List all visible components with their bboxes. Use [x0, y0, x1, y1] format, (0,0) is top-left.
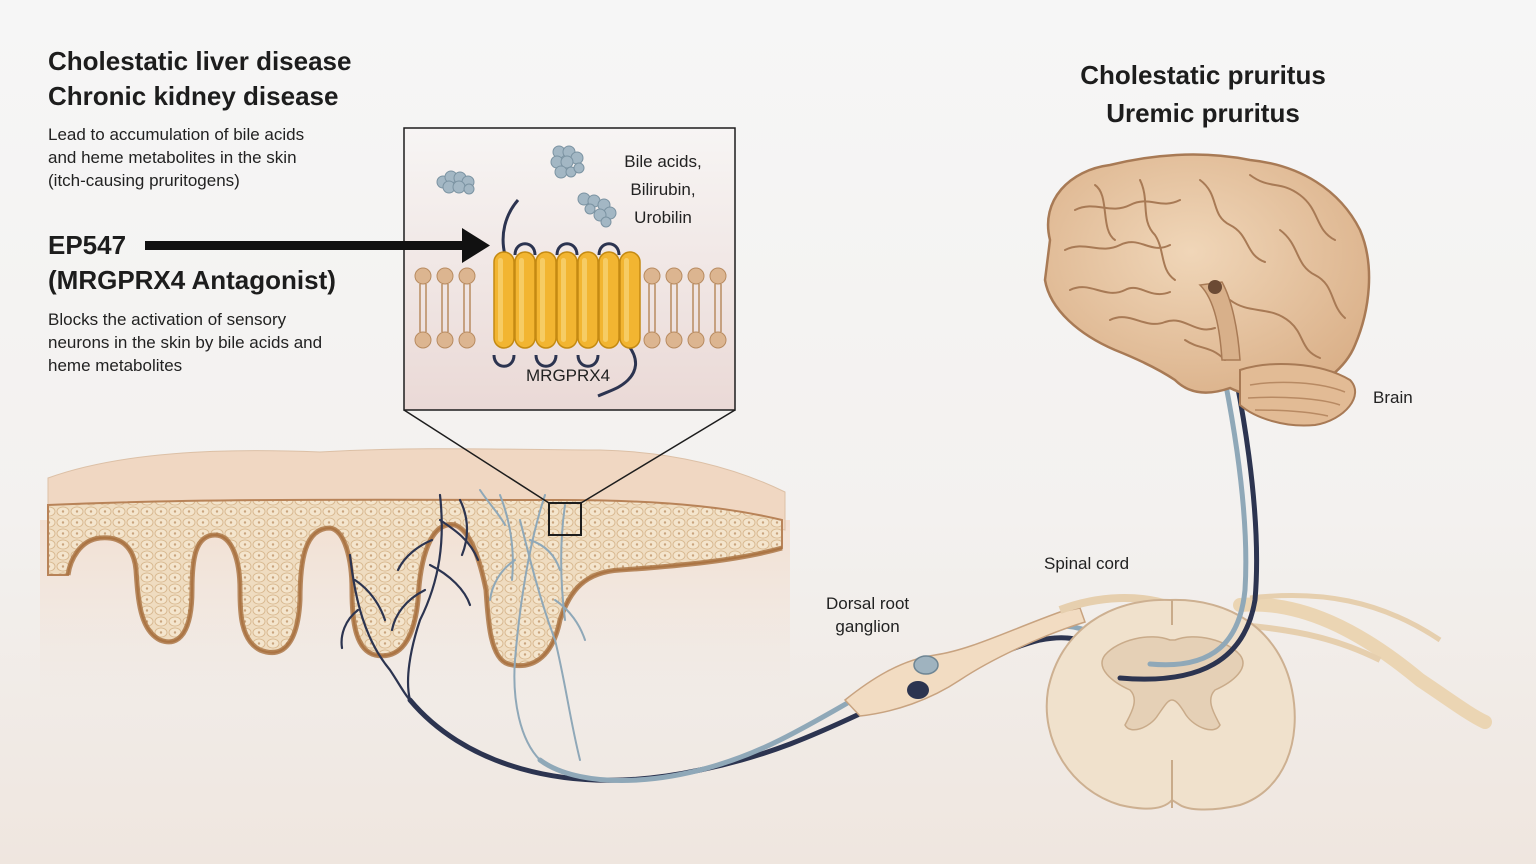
drug-name: EP547: [48, 230, 127, 260]
ligand-label-line: Bilirubin,: [630, 180, 696, 199]
zoom-lines: [403, 409, 736, 536]
ligand-label-line: Urobilin: [634, 208, 692, 227]
spinal-cord: [1045, 592, 1492, 811]
disease-desc-line: (itch-causing pruritogens): [48, 171, 240, 190]
spinal-cord-label: Spinal cord: [1044, 554, 1130, 573]
dorsal-root-ganglion: [843, 607, 1086, 717]
drg-label-line: ganglion: [835, 617, 900, 636]
brain-label: Brain: [1373, 388, 1413, 407]
skin-cross-section: [40, 448, 790, 700]
brain: [1043, 153, 1371, 427]
dark-axon: [407, 635, 1103, 783]
antagonist-arrow: [145, 228, 490, 263]
ligand-clusters: [436, 145, 617, 228]
mrgprx4-receptor: [492, 199, 641, 398]
disease-desc-line: Lead to accumulation of bile acids: [48, 125, 305, 144]
ligand-label-line: Bile acids,: [624, 152, 702, 171]
outcome-heading-1: Cholestatic pruritus: [1080, 60, 1326, 90]
drug-desc-line: heme metabolites: [48, 356, 183, 375]
zoom-target-box: [548, 502, 582, 536]
disease-heading-1: Cholestatic liver disease: [48, 46, 352, 76]
drug-description: Blocks the activation of sensory neurons…: [48, 308, 322, 377]
drg-label-line: Dorsal root: [826, 594, 910, 613]
light-nerve-endings: [479, 489, 586, 761]
drug-desc-line: neurons in the skin by bile acids and: [48, 333, 323, 352]
ligand-label: Bile acids, Bilirubin, Urobilin: [608, 148, 718, 232]
receptor-label: MRGPRX4: [526, 366, 611, 385]
disease-desc-line: and heme metabolites in the skin: [48, 148, 297, 167]
drg-label: Dorsal root ganglion: [826, 592, 909, 638]
drug-desc-line: Blocks the activation of sensory: [48, 310, 287, 329]
dark-nerve-endings: [340, 493, 480, 702]
disease-heading-2: Chronic kidney disease: [48, 81, 339, 111]
drug-class: (MRGPRX4 Antagonist): [48, 265, 336, 295]
disease-description: Lead to accumulation of bile acids and h…: [48, 123, 304, 192]
outcome-heading-2: Uremic pruritus: [1106, 98, 1300, 128]
receptor-inset: [403, 127, 736, 411]
lipid-bilayer: [414, 267, 727, 349]
